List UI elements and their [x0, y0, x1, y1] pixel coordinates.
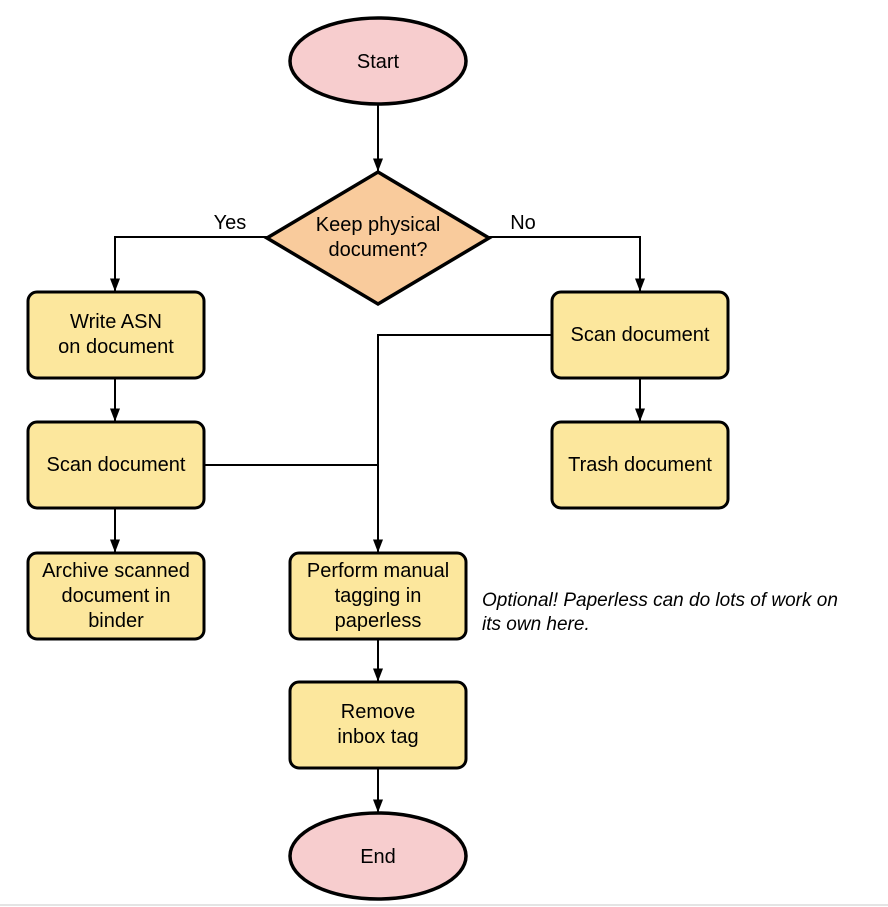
node-start-label: Start	[357, 51, 400, 73]
edge-label-no: No	[510, 212, 536, 234]
connectors	[110, 103, 645, 813]
node-scan-right-label: Scan document	[570, 323, 710, 346]
node-end-label: End	[360, 846, 396, 868]
node-tagging-shape	[288, 551, 468, 641]
node-scan-right-shape	[550, 290, 730, 380]
node-remove-inbox-shape	[288, 680, 468, 770]
node-write-asn-label: Write ASN on document	[58, 311, 174, 358]
node-scan-left-shape	[26, 420, 206, 510]
page-bottom-border	[0, 904, 888, 906]
node-decision-shape	[263, 169, 493, 307]
optional-note: Optional! Paperless can do lots of work …	[482, 590, 838, 635]
node-archive-label: Archive scanned document in binder	[42, 559, 190, 632]
node-start-shape	[288, 16, 468, 106]
node-scan-left-label: Scan document	[46, 453, 186, 476]
edge-decision-yes-to-write-asn	[110, 236, 267, 292]
node-decision-label: Keep physical document?	[315, 214, 441, 261]
edge-decision-no-to-scan-right	[489, 236, 645, 292]
node-remove-inbox-label: Remove inbox tag	[337, 701, 419, 748]
node-trash-shape	[550, 420, 730, 510]
node-write-asn-shape	[26, 290, 206, 380]
node-tagging-label: Perform manual tagging in paperless	[306, 559, 450, 632]
node-archive-shape	[26, 551, 206, 641]
edge-label-yes: Yes	[214, 212, 247, 234]
edge-scan-right-to-tagging	[373, 334, 552, 553]
node-trash-label: Trash document	[568, 453, 712, 476]
node-end-shape	[288, 811, 468, 901]
